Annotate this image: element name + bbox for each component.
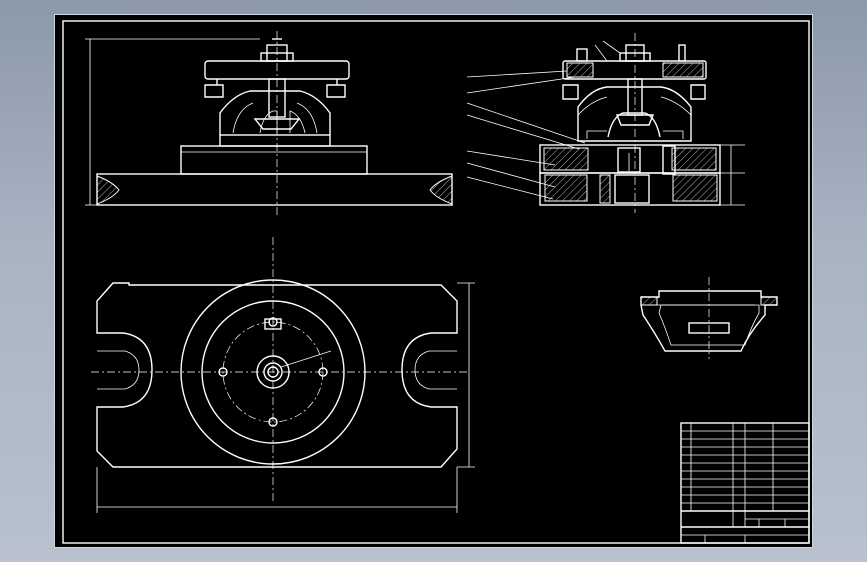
front-elevation-view — [85, 31, 453, 215]
drawing-viewport[interactable] — [54, 14, 813, 548]
drawing-frame — [62, 20, 810, 544]
plan-view — [91, 237, 475, 513]
title-block — [680, 422, 810, 544]
detail-section-view — [640, 277, 778, 359]
cad-drawing[interactable] — [55, 15, 814, 549]
side-section-view — [466, 33, 745, 213]
